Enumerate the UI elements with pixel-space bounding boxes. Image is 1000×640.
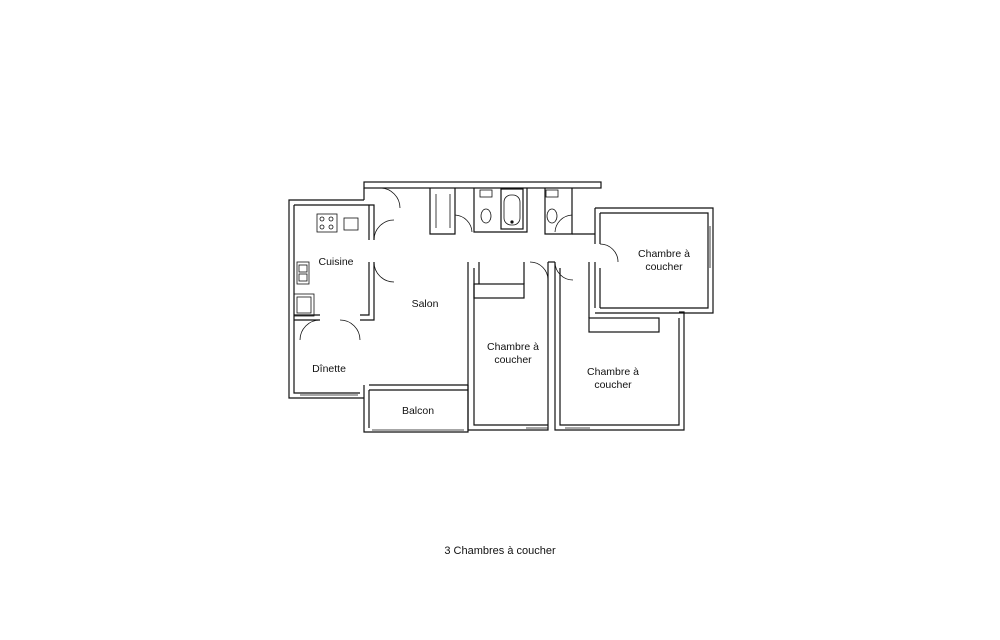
door-swings (299, 187, 619, 341)
toilet-icon (480, 208, 492, 224)
room-label-chambre-line1: Chambre à (487, 341, 539, 353)
windows (300, 226, 711, 431)
room-label-chambre-line1: Chambre à (638, 248, 690, 260)
room-label-balcon: Balcon (402, 405, 434, 417)
fridge-icon (293, 293, 315, 317)
room-label-salon: Salon (412, 298, 439, 310)
bathtub-icon (503, 194, 521, 226)
plan-caption: 3 Chambres à coucher (444, 545, 556, 557)
fixtures (293, 189, 559, 317)
room-label-chambre-line1: Chambre à (587, 366, 639, 378)
room-label-dinette: Dînette (312, 363, 346, 375)
sink-icon (296, 261, 310, 285)
stove-icon (316, 213, 338, 233)
room-label-chambre-line2: coucher (494, 354, 532, 366)
left-exterior-wall (288, 199, 364, 399)
counter-icon (343, 217, 359, 231)
room-label-cuisine: Cuisine (318, 256, 353, 268)
toilet-icon (546, 208, 558, 224)
walls (288, 181, 714, 433)
top-wall (363, 181, 602, 189)
room-label-chambre-line2: coucher (594, 379, 632, 391)
room-label-chambre-line2: coucher (645, 261, 683, 273)
